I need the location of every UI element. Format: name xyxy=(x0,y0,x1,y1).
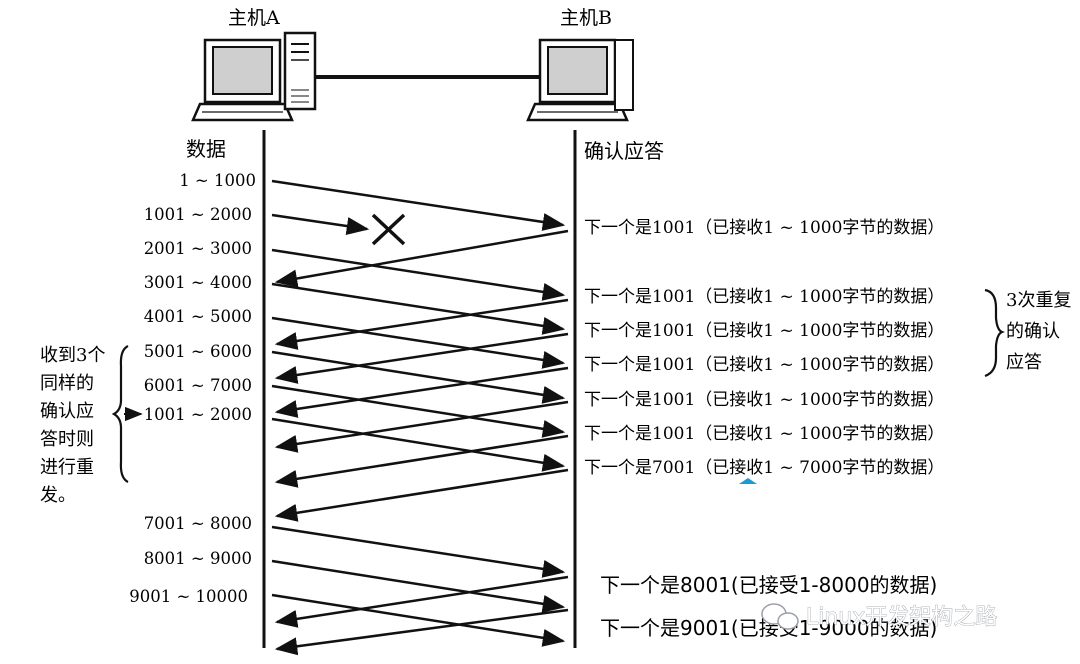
segment-label: 6001 ~ 7000 xyxy=(144,376,252,395)
ack-arrow xyxy=(274,608,569,656)
wechat-icon xyxy=(761,603,799,630)
duplicate-ack-note: 的确认 xyxy=(1006,321,1060,342)
lost-data-arrow xyxy=(271,213,370,235)
segment-label: 7001 ~ 8000 xyxy=(144,514,252,533)
host-b-computer-icon xyxy=(526,38,634,122)
duplicate-ack-brace xyxy=(984,288,1005,378)
data-column-header: 数据 xyxy=(186,137,226,161)
resend-note: 同样的 xyxy=(40,373,94,394)
ack-arrow xyxy=(274,298,569,350)
segment-label: 1 ~ 1000 xyxy=(179,171,256,190)
host-a-computer-icon xyxy=(191,31,317,122)
segment-label-resend: 1001 ~ 2000 xyxy=(144,405,252,424)
resend-data-arrow xyxy=(271,417,566,472)
data-arrow xyxy=(271,525,566,578)
ack-arrow xyxy=(274,229,569,288)
data-arrow xyxy=(271,248,566,301)
segment-label: 8001 ~ 9000 xyxy=(144,549,252,568)
ack-label: 下一个是1001（已接收1 ~ 1000字节的数据） xyxy=(584,424,944,444)
lost-segment-x-icon xyxy=(371,213,406,246)
ack-arrow xyxy=(274,468,569,522)
data-arrow xyxy=(271,384,566,438)
duplicate-ack-note: 应答 xyxy=(1006,352,1042,373)
ack-arrow xyxy=(274,400,569,453)
ack-arrow xyxy=(274,575,569,628)
segment-label: 2001 ~ 3000 xyxy=(144,239,252,258)
ack-label: 下一个是1001（已接收1 ~ 1000字节的数据） xyxy=(584,287,944,307)
watermark: Linux开发架构之路 xyxy=(761,603,998,630)
resend-note: 确认应 xyxy=(40,401,94,422)
data-arrow xyxy=(271,179,566,231)
segment-label: 5001 ~ 6000 xyxy=(144,342,252,361)
host-b-label: 主机B xyxy=(560,7,612,29)
ack-label: 下一个是1001（已接收1 ~ 1000字节的数据） xyxy=(584,218,944,238)
data-arrow xyxy=(271,593,566,647)
segment-label: 9001 ~ 10000 xyxy=(129,587,248,606)
segment-label: 1001 ~ 2000 xyxy=(144,205,252,224)
host-a-label: 主机A xyxy=(228,7,280,29)
data-arrow xyxy=(271,316,566,369)
data-arrow xyxy=(271,559,566,613)
data-arrow xyxy=(271,282,566,335)
data-arrow xyxy=(271,350,566,404)
resend-note: 答时则 xyxy=(40,429,94,450)
ack-label: 下一个是1001（已接收1 ~ 1000字节的数据） xyxy=(584,355,944,375)
ack-label: 下一个是7001（已接收1 ~ 7000字节的数据） xyxy=(584,458,944,478)
ack-label: 下一个是1001（已接收1 ~ 1000字节的数据） xyxy=(584,321,944,341)
resend-note: 发。 xyxy=(40,485,76,506)
watermark-text: Linux开发架构之路 xyxy=(806,605,997,630)
ack-arrow xyxy=(274,434,569,488)
duplicate-ack-note: 3次重复 xyxy=(1006,290,1071,311)
ack-arrow xyxy=(274,366,569,418)
ack-label: 下一个是1001（已接收1 ~ 1000字节的数据） xyxy=(584,390,944,410)
ack-arrow xyxy=(274,332,569,384)
ack-label-late: 下一个是8001(已接受1-8000的数据) xyxy=(600,573,937,597)
resend-brace xyxy=(111,345,129,483)
resend-note: 收到3个 xyxy=(40,345,105,366)
segment-label: 3001 ~ 4000 xyxy=(144,273,252,292)
ack-column-header: 确认应答 xyxy=(584,139,664,163)
resend-note: 进行重 xyxy=(40,457,94,478)
cursor-marker xyxy=(739,478,757,484)
segment-label: 4001 ~ 5000 xyxy=(144,307,252,326)
